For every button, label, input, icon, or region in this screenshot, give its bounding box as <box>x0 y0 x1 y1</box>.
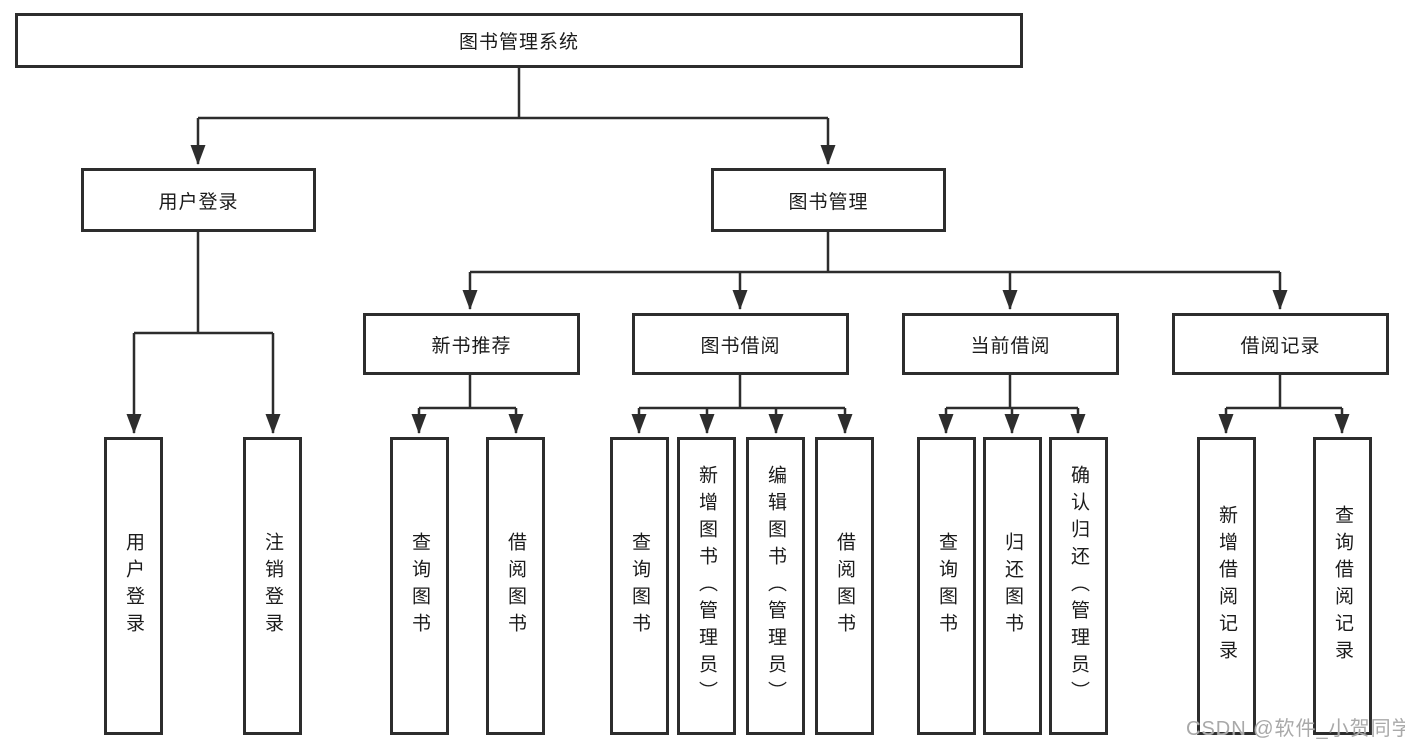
connector-user-login-leaves <box>126 232 281 434</box>
node-leaf-user-login: 用户登录 <box>104 437 163 735</box>
leaf-label: 借阅图书 <box>834 532 855 640</box>
connector-current-borrow-leaves <box>938 375 1086 434</box>
node-leaf-borrow-books-2: 借阅图书 <box>815 437 874 735</box>
node-borrow-record: 借阅记录 <box>1172 313 1389 375</box>
node-book-management-branch: 图书管理 <box>711 168 946 232</box>
leaf-label: 查询图书 <box>936 532 957 640</box>
node-leaf-query-books-2: 查询图书 <box>610 437 669 735</box>
leaf-label: 查询借阅记录 <box>1332 505 1353 667</box>
leaf-label: 查询图书 <box>629 532 650 640</box>
leaf-label: 用户登录 <box>123 532 144 640</box>
leaf-label: 新增借阅记录 <box>1216 505 1237 667</box>
node-leaf-query-borrow-record: 查询借阅记录 <box>1313 437 1372 735</box>
leaf-label: 编辑图书（管理员） <box>765 464 786 708</box>
leaf-label: 借阅图书 <box>505 532 526 640</box>
node-user-login-branch: 用户登录 <box>81 168 316 232</box>
node-leaf-query-books-1: 查询图书 <box>390 437 449 735</box>
csdn-watermark: CSDN @软件_小贺同学 <box>1186 718 1405 740</box>
node-leaf-add-borrow-record: 新增借阅记录 <box>1197 437 1256 735</box>
connector-root-to-level2 <box>190 68 836 165</box>
connector-book-management-level3 <box>462 232 1288 310</box>
leaf-label: 归还图书 <box>1002 532 1023 640</box>
node-leaf-logout: 注销登录 <box>243 437 302 735</box>
node-new-book-recommend: 新书推荐 <box>363 313 580 375</box>
node-leaf-add-books-admin: 新增图书（管理员） <box>677 437 736 735</box>
leaf-label: 新增图书（管理员） <box>696 464 717 708</box>
connector-borrow-record-leaves <box>1218 375 1350 434</box>
node-book-borrow: 图书借阅 <box>632 313 849 375</box>
node-leaf-edit-books-admin: 编辑图书（管理员） <box>746 437 805 735</box>
connector-book-borrow-leaves <box>631 375 853 434</box>
node-leaf-query-books-3: 查询图书 <box>917 437 976 735</box>
leaf-label: 注销登录 <box>262 532 283 640</box>
node-leaf-confirm-return-admin: 确认归还（管理员） <box>1049 437 1108 735</box>
connector-new-book-recommend-leaves <box>411 375 524 434</box>
node-leaf-borrow-books-1: 借阅图书 <box>486 437 545 735</box>
leaf-label: 查询图书 <box>409 532 430 640</box>
leaf-label: 确认归还（管理员） <box>1068 464 1089 708</box>
node-leaf-return-books: 归还图书 <box>983 437 1042 735</box>
node-current-borrow: 当前借阅 <box>902 313 1119 375</box>
node-root-system: 图书管理系统 <box>15 13 1023 68</box>
